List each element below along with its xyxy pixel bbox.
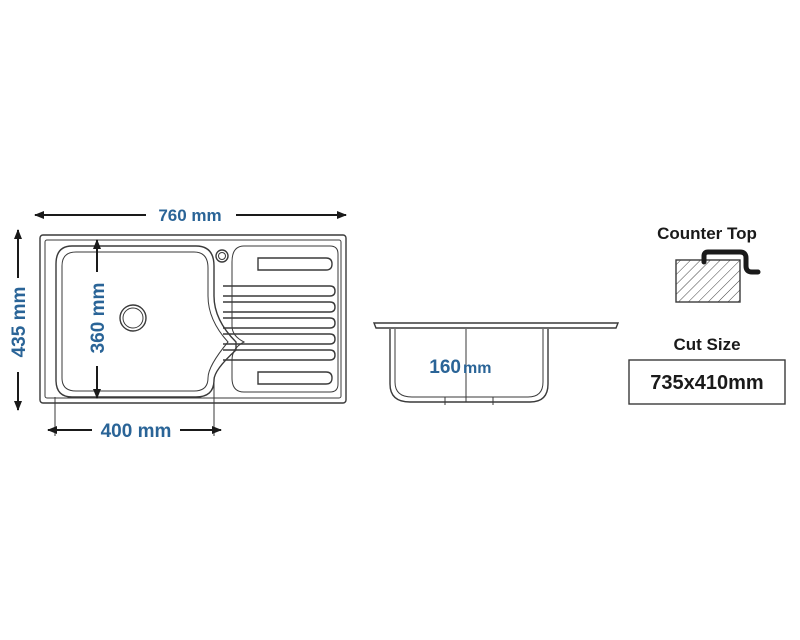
bowl-length-label: 400 mm [101,421,172,442]
cut-size-label: Cut Size [673,335,740,354]
drainboard-rib [223,349,336,361]
sink-side-view: 160 mm [372,322,620,405]
counter-top-hatch [675,259,741,303]
drainboard-rib [223,317,336,329]
cut-size-value: 735x410mm [650,372,763,394]
sink-inner-rim [44,239,342,399]
drainboard-rib [223,285,336,297]
drain-inner [122,307,144,329]
sink-clip-icon [701,249,761,275]
sink-bowl-inner [61,251,229,392]
counter-top-label: Counter Top [657,224,757,243]
depth-dimension-label: 435 mm [9,287,30,358]
installation-info: Counter Top Cut Size 735x410mm [628,224,786,405]
bowl-height-unit: mm [463,360,491,377]
tap-hole [215,249,229,263]
bowl-height-value: 160 [429,357,461,378]
side-bowl [389,329,549,403]
drainboard-outline [231,245,339,393]
sink-outer-rim [39,234,347,404]
drainboard-rib [223,301,336,313]
side-rim [372,322,620,329]
drainboard-ribs [223,257,336,385]
side-bowl-inner [394,329,544,398]
sink-bowl [55,245,237,398]
drainboard-rib [223,333,336,345]
drainboard-rib [257,371,333,385]
sink-top-view: 760 mm 435 mm 360 mm 400 mm [9,206,347,442]
width-dimension-label: 760 mm [158,206,221,225]
tap-hole-inner [218,252,226,260]
bowl-depth-label: 360 mm [88,283,109,354]
drain-outer [119,304,147,332]
drainboard-rib [257,257,333,271]
cut-size-box [628,359,786,405]
